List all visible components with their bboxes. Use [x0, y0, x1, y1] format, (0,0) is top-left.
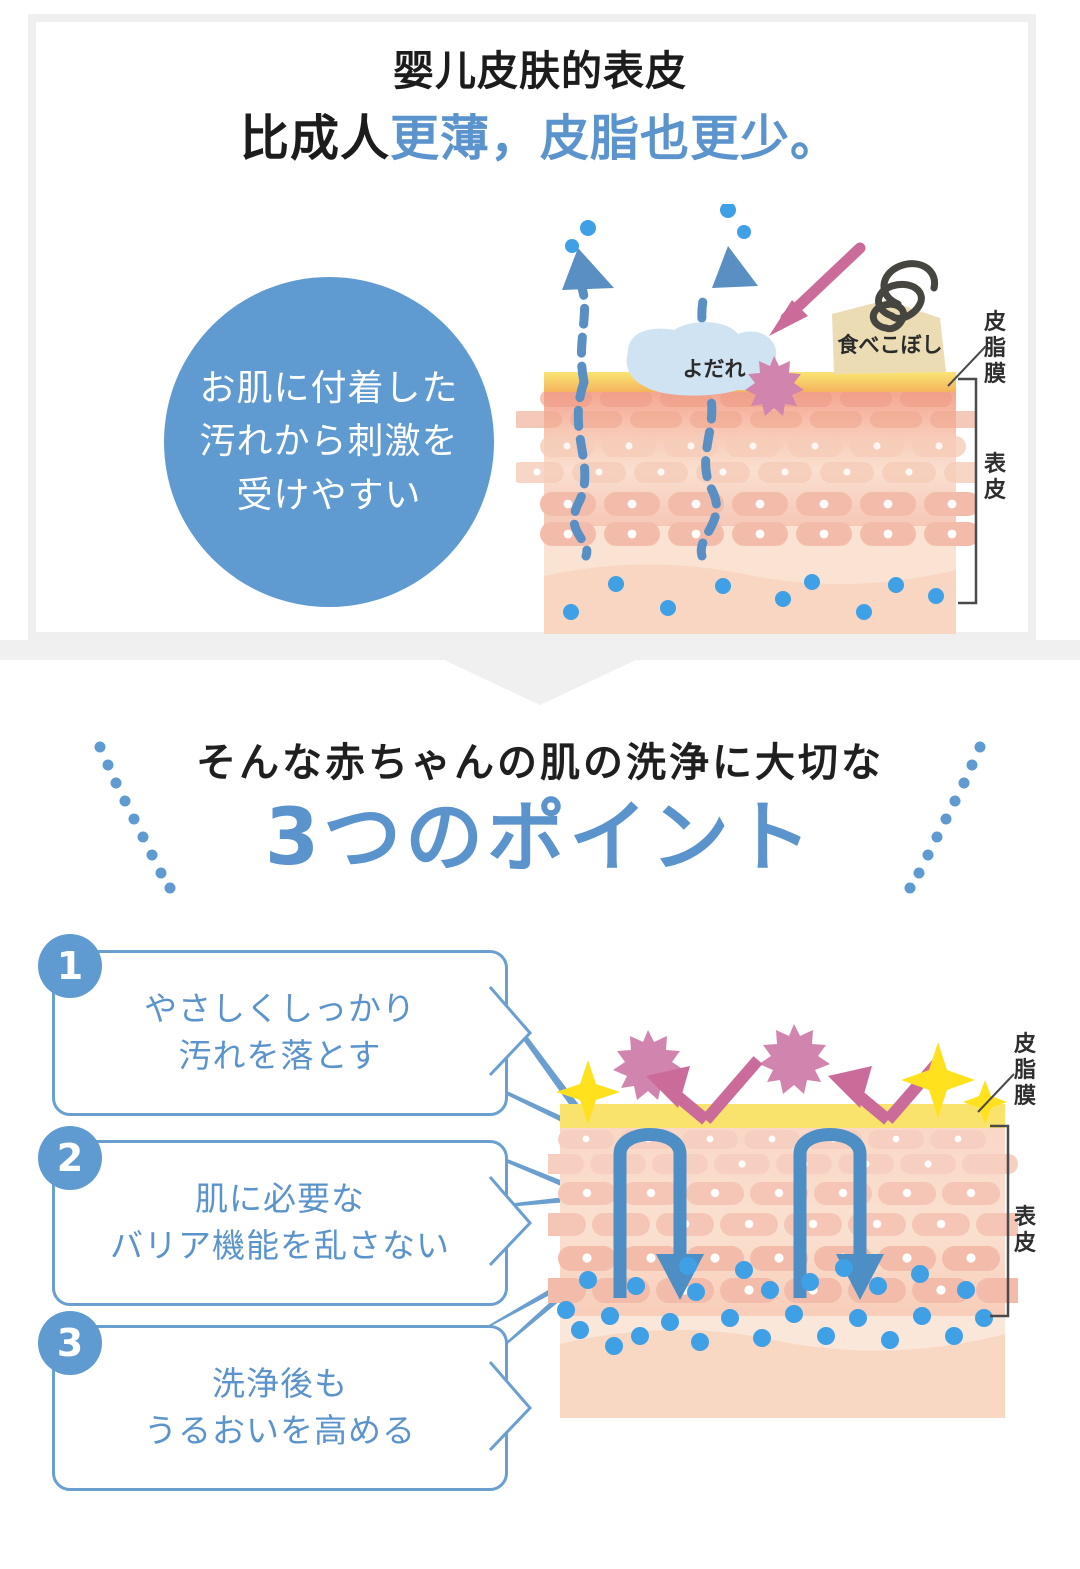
point-callout-2[interactable]: 肌に必要な バリア機能を乱さない	[52, 1140, 508, 1306]
top-epidermis-bracket	[958, 377, 978, 605]
headline-blue-part-b: 皮脂也更少。	[540, 110, 841, 168]
irritation-circle: お肌に付着した 汚れから刺激を 受けやすい	[164, 277, 494, 607]
middle-heading: そんな赤ちゃんの肌の洗浄に大切な 3つのポイント	[0, 730, 1080, 882]
middle-heading-line-2: 3つのポイント	[264, 793, 816, 883]
point-badge-2: 2	[38, 1126, 102, 1190]
point-badge-1: 1	[38, 934, 102, 998]
point-callout-1[interactable]: やさしくしっかり 汚れを落とす	[52, 950, 508, 1116]
top-panel: 婴儿皮肤的表皮 比成人更薄，皮脂也更少。 お肌に付着した 汚れから刺激を 受けや…	[28, 14, 1036, 640]
headline-black-part: 比成人	[239, 110, 390, 168]
point-1-line-1: やさしくしっかり	[144, 989, 416, 1029]
headline-line-1: 婴儿皮肤的表皮	[393, 47, 687, 95]
point-2-line-2: バリア機能を乱さない	[110, 1226, 450, 1265]
bottom-epidermis-bracket	[990, 1124, 1010, 1318]
headline-blue-part-a: 更薄，	[389, 110, 540, 168]
drool-label-text: よだれ	[683, 357, 746, 381]
circle-line-3: 受けやすい	[236, 474, 422, 516]
top-sebum-leader-line	[947, 345, 987, 387]
point-2-line-1: 肌に必要な	[195, 1179, 365, 1219]
point-3-line-2: うるおいを高める	[144, 1411, 416, 1450]
point-callout-3[interactable]: 洗浄後も うるおいを高める	[52, 1325, 508, 1491]
top-sebum-label: 皮脂膜	[983, 310, 1006, 387]
section-connector-triangle	[444, 660, 636, 705]
top-headline: 婴儿皮肤的表皮 比成人更薄，皮脂也更少。	[36, 44, 1044, 174]
point-1-line-2: 汚れを落とす	[178, 1036, 382, 1075]
food-label-text: 食べこぼし	[838, 333, 943, 357]
bottom-sebum-label: 皮脂膜	[1013, 1032, 1036, 1109]
bottom-sebum-leader-line	[977, 1073, 1015, 1113]
bottom-epidermis-label: 表皮	[1013, 1205, 1036, 1256]
point-3-line-1: 洗浄後も	[212, 1364, 348, 1404]
point-badge-3: 3	[38, 1311, 102, 1375]
middle-heading-line-1: そんな赤ちゃんの肌の洗浄に大切な	[196, 740, 884, 786]
decorative-dots-left	[94, 741, 176, 894]
section-connector-bar	[0, 640, 1080, 660]
callout-3-tail	[488, 1360, 533, 1452]
callout-2-tail	[488, 1175, 533, 1267]
bottom-skin-diagram	[548, 1024, 1018, 1418]
circle-line-1: お肌に付着した	[199, 368, 459, 410]
top-skin-diagram: よだれ 食べこぼし	[516, 204, 976, 634]
top-epidermis-label: 表皮	[983, 452, 1006, 503]
headline-line-2: 比成人更薄，皮脂也更少。	[36, 103, 1044, 174]
circle-line-2: 汚れから刺激を	[199, 421, 459, 463]
decorative-dots-right	[904, 741, 986, 894]
callout-1-tail	[488, 985, 533, 1077]
